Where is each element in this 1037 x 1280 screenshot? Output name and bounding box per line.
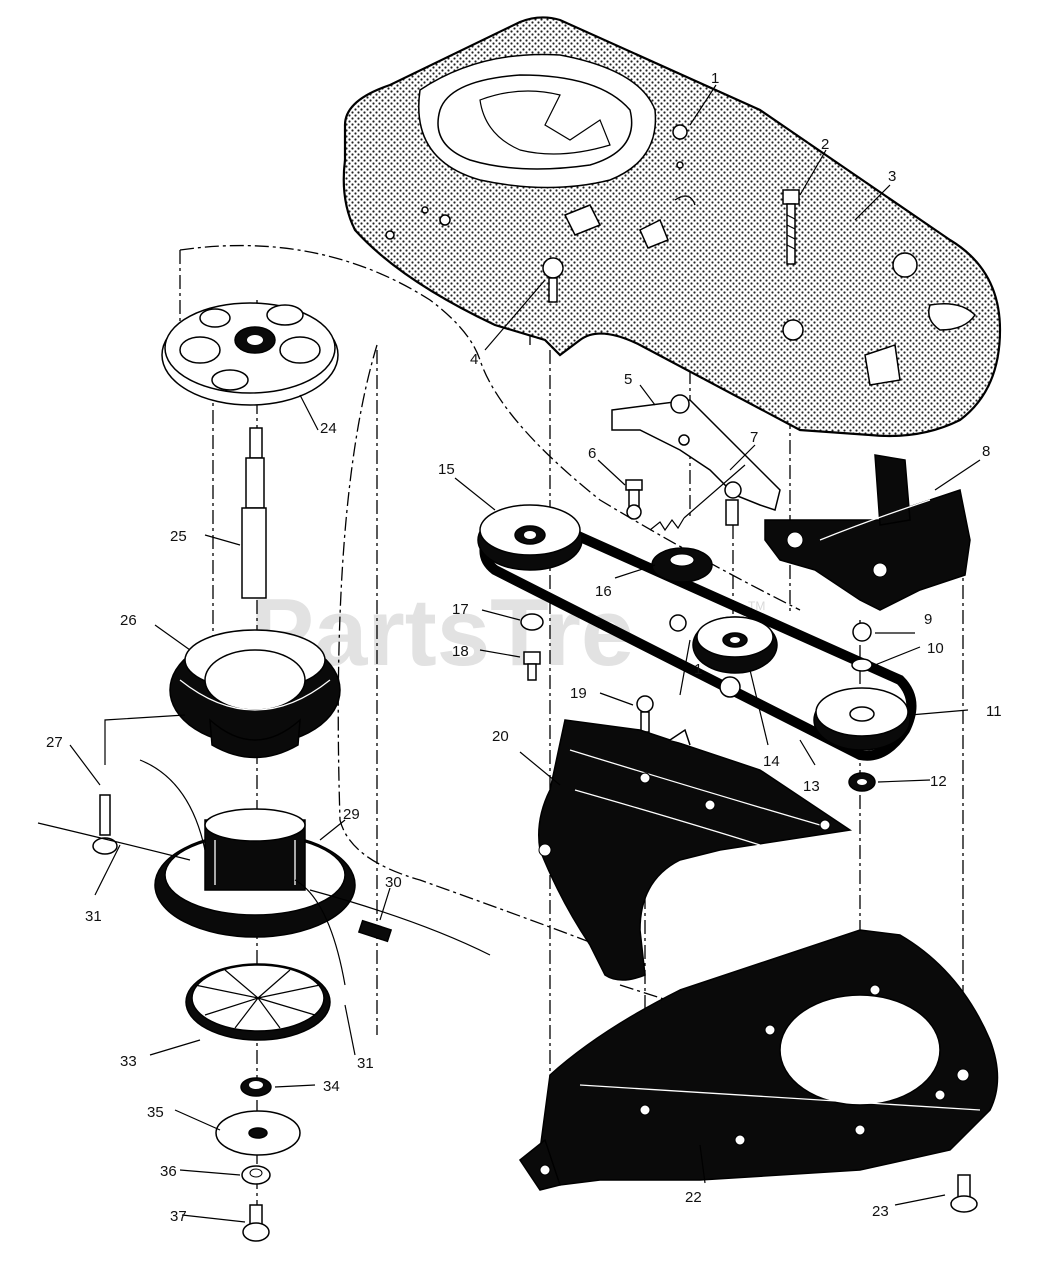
- callout-29: 29: [343, 806, 360, 823]
- callout-25: 25: [170, 528, 187, 545]
- cover-33: [185, 963, 331, 1041]
- callout-12: 12: [930, 773, 947, 790]
- callout-37: 37: [170, 1208, 187, 1225]
- callout-34: 34: [323, 1078, 340, 1095]
- callout-31-right: 31: [357, 1055, 374, 1072]
- callout-35: 35: [147, 1104, 164, 1121]
- pulley-11: [813, 687, 911, 751]
- callout-36: 36: [160, 1163, 177, 1180]
- callout-27: 27: [46, 734, 63, 751]
- bracket-5: [611, 394, 781, 511]
- leader-lines: [69, 84, 981, 1223]
- callout-19: 19: [570, 685, 587, 702]
- callout-15: 15: [438, 461, 455, 478]
- spring-7: [649, 464, 746, 532]
- callout-20: 20: [492, 728, 509, 745]
- callout-5: 5: [624, 371, 632, 388]
- callout-8: 8: [982, 443, 990, 460]
- callout-6: 6: [588, 445, 596, 462]
- bolt-23: [950, 1174, 978, 1213]
- bolt-6: [625, 479, 643, 520]
- callout-22: 22: [685, 1189, 702, 1206]
- callout-24: 24: [320, 420, 337, 437]
- trimmer-head-29: [154, 808, 356, 938]
- trimmer-lines-31: [37, 759, 491, 986]
- callout-3: 3: [888, 168, 896, 185]
- callout-10: 10: [927, 640, 944, 657]
- idler-16: [651, 547, 713, 583]
- screw-27: [92, 794, 118, 855]
- callout-16: 16: [595, 583, 612, 600]
- pulley-15: [477, 504, 583, 571]
- callout-31-left: 31: [85, 908, 102, 925]
- stud: [725, 499, 739, 526]
- callout-23: 23: [872, 1203, 889, 1220]
- housing-26: [169, 629, 341, 759]
- callout-2: 2: [821, 136, 829, 153]
- chute-20: [538, 719, 853, 981]
- callout-labels: 1 2 3 4 5 6 7 8 9 10 11 12 13 14 15 16 1…: [46, 70, 1002, 1225]
- nut-36: [241, 1165, 271, 1185]
- bracket-8: [764, 454, 971, 611]
- callout-13: 13: [803, 778, 820, 795]
- callout-14: 14: [763, 753, 780, 770]
- pulley-14: [692, 616, 778, 674]
- callout-1-lower: 1: [694, 661, 702, 678]
- bolt-37: [242, 1204, 270, 1242]
- spring-30: [357, 919, 393, 943]
- callout-17: 17: [452, 601, 469, 618]
- spacer-34: [240, 1077, 272, 1097]
- plate-24: [161, 302, 339, 406]
- lower-deck-22: [518, 929, 999, 1191]
- upper-housing: [342, 16, 1002, 438]
- callout-30: 30: [385, 874, 402, 891]
- small-hardware: [520, 613, 876, 792]
- callout-1-top: 1: [711, 70, 719, 87]
- callout-11: 11: [986, 703, 1002, 720]
- callout-33: 33: [120, 1053, 137, 1070]
- bolt-2: [782, 189, 800, 265]
- shaft-25: [241, 427, 267, 599]
- callout-26: 26: [120, 612, 137, 629]
- washer-35: [215, 1110, 301, 1156]
- screw-27-leader: [104, 714, 186, 765]
- screw-4: [542, 257, 564, 303]
- callout-9: 9: [924, 611, 932, 628]
- callout-18: 18: [452, 643, 469, 660]
- callout-4: 4: [470, 351, 478, 368]
- callout-7: 7: [750, 429, 758, 446]
